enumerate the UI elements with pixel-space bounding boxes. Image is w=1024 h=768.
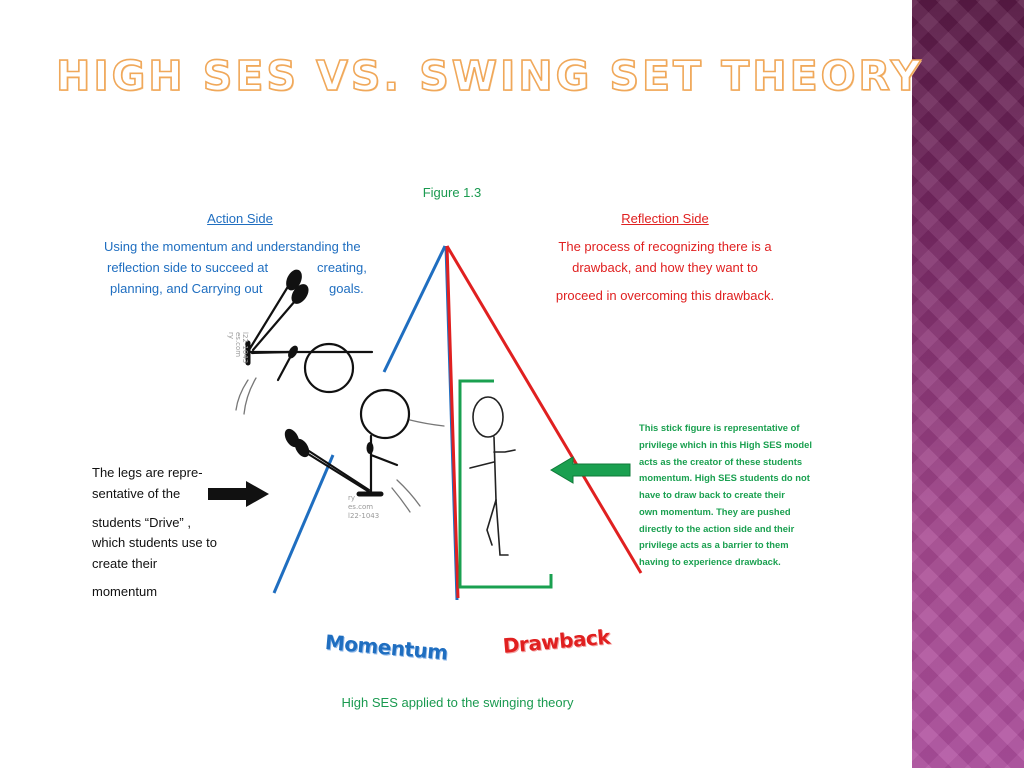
figure-arm [493, 449, 516, 453]
reflection-vertical-line [445, 245, 460, 599]
action-side-text-line: goals. [329, 281, 364, 296]
figure-leg [486, 499, 497, 546]
legs-note-line: create their [92, 556, 158, 571]
privilege-note-line: directly to the action side and their [639, 523, 795, 534]
reflection-side-swing-line [445, 245, 643, 574]
privilege-arrow-icon [550, 456, 631, 484]
legs-note-line: which students use to [92, 535, 218, 550]
figure-arm [469, 461, 495, 469]
legs-note-line: The legs are repre- [92, 465, 203, 480]
motion-mark [235, 379, 249, 411]
figure-caption: High SES applied to the swinging theory [341, 695, 574, 710]
action-side-text-line: reflection side to succeed at [107, 260, 269, 275]
watermark-left: ry es.com l22-1043 [227, 332, 249, 363]
figure-shoe [286, 269, 302, 291]
reflection-side-text-line: The process of recognizing there is a [558, 239, 772, 254]
action-side-heading: Action Side [207, 211, 273, 226]
privilege-note-line: own momentum. They are pushed [639, 506, 791, 517]
watermark-line: ry [227, 332, 235, 339]
reflection-side-text-line: proceed in overcoming this drawback. [555, 288, 775, 303]
legs-arrow-icon [208, 481, 269, 507]
watermark-line: l22-1043 [348, 512, 379, 520]
watermark-line: ry [348, 494, 355, 502]
motion-mark [409, 419, 445, 427]
figure-arm [250, 350, 292, 355]
reflection-side-text-line: drawback, and how they want to [572, 260, 758, 275]
figure-head [359, 388, 411, 440]
privilege-barrier-frame [458, 379, 553, 589]
watermark-line: l22-1043 [241, 332, 249, 363]
figure-head [303, 342, 355, 394]
privilege-stick-figure [469, 396, 516, 556]
slide-title: HIGH SES VS. SWING SET THEORY [55, 51, 924, 101]
figure-leg [251, 292, 303, 352]
privilege-note-line: having to experience drawback. [639, 556, 781, 567]
figure-shoe [294, 438, 310, 458]
action-side-swing-line-lower [272, 454, 335, 594]
figure-body [493, 436, 497, 501]
reflection-side-heading: Reflection Side [621, 211, 709, 226]
swing-set-diagram: ry es.com l22-1043 ry es.com l22-1043 [208, 245, 643, 601]
action-side-text-line: planning, and Carrying out [110, 281, 263, 296]
motion-mark [396, 479, 421, 507]
figure-leg [495, 499, 509, 556]
action-side-swing-line-upper [382, 245, 447, 373]
watermark-line: es.com [348, 503, 373, 511]
figure-label: Figure 1.3 [422, 185, 482, 200]
decorative-side-panel [912, 0, 1024, 768]
figure-hand [366, 442, 374, 454]
action-side-text-line: creating, [317, 260, 367, 275]
legs-note-line: sentative of the [92, 486, 181, 501]
privilege-note-line: privilege which in this High SES model [639, 439, 812, 450]
figure-hand [288, 345, 298, 359]
action-side-text-line: Using the momentum and understanding the [104, 239, 361, 254]
privilege-note-line: have to draw back to create their [639, 489, 785, 500]
watermark-line: es.com [234, 332, 242, 357]
privilege-note-line: privilege acts as a barrier to them [639, 539, 789, 550]
privilege-note-line: acts as the creator of these students [639, 456, 803, 467]
figure-leg [247, 278, 294, 352]
upper-swinging-figure [235, 278, 374, 415]
privilege-note-line: momentum. High SES students do not [639, 472, 810, 483]
figure-shoe [291, 284, 309, 304]
legs-note-line: momentum [92, 584, 158, 599]
privilege-note-line: This stick figure is representative of [639, 422, 800, 433]
motion-mark [243, 377, 257, 415]
figure-head [472, 396, 504, 438]
legs-note-line: students “Drive” , [92, 515, 191, 530]
figure-leg [303, 450, 373, 495]
figure-arm [369, 453, 399, 467]
watermark-center: ry es.com l22-1043 [348, 494, 379, 520]
motion-mark [391, 487, 411, 513]
